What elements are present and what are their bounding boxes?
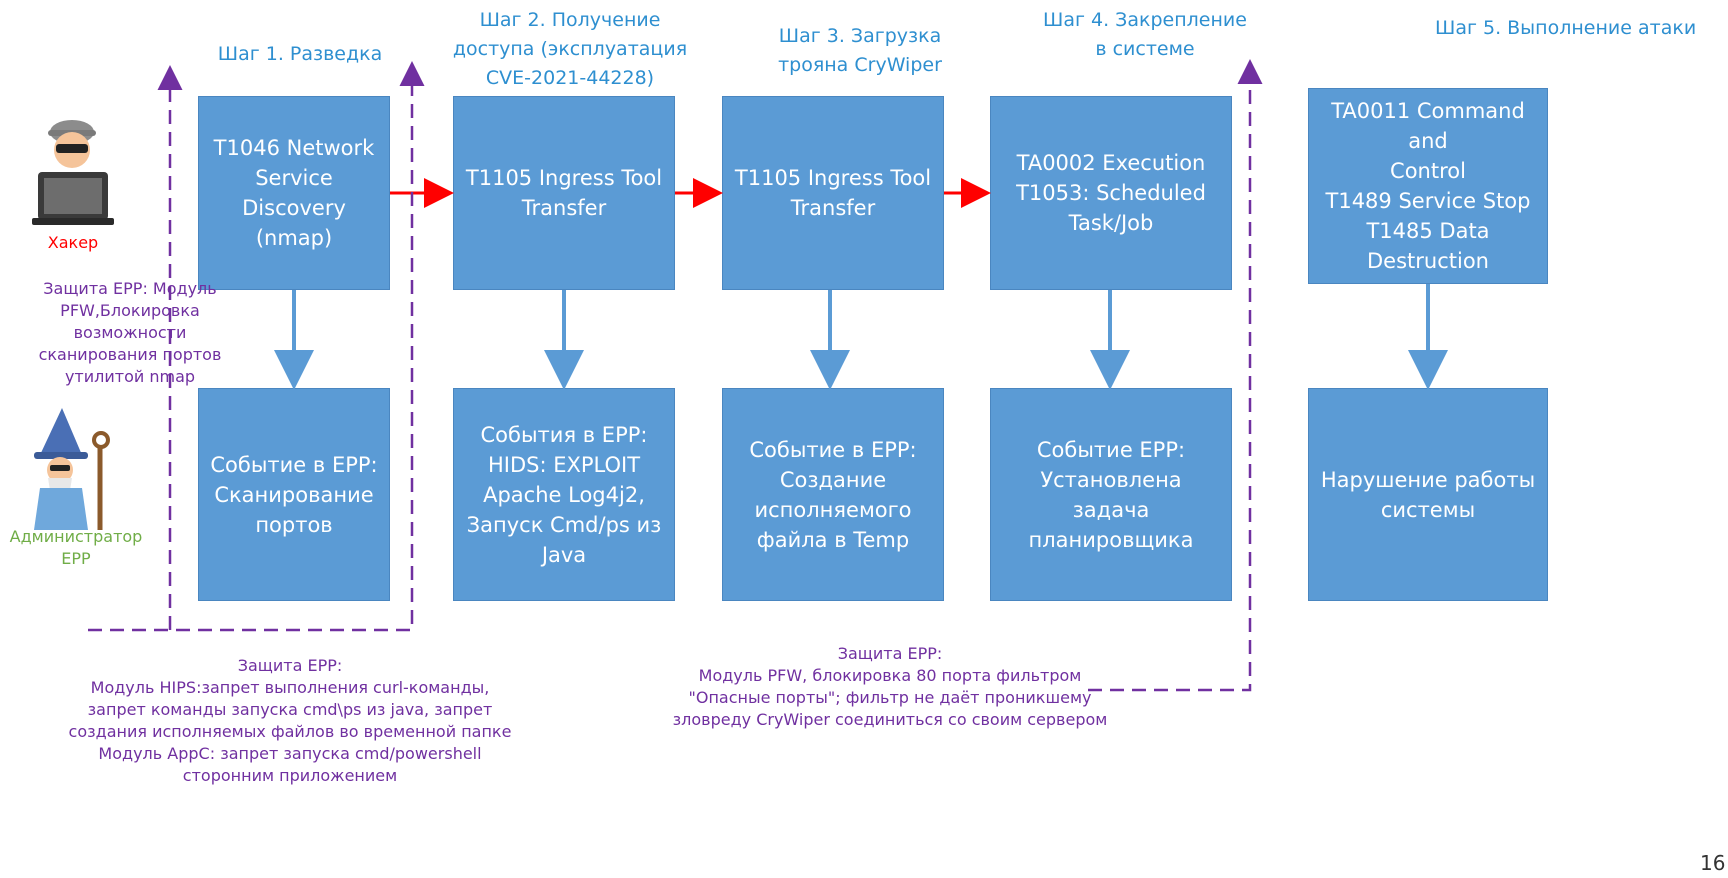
defense-note-hips: Защита EPP: Модуль HIPS:запрет выполнени… — [68, 656, 512, 785]
technique-box-3: T1105 Ingress Tool Transfer — [722, 96, 944, 290]
admin-wizard-icon — [34, 408, 110, 530]
event-box-4: Событие EPP: Установлена задача планиров… — [990, 388, 1232, 601]
defense-note-pfw-port: Защита EPP: Модуль PFW, блокировка 80 по… — [672, 644, 1108, 729]
step-5-title: Шаг 5. Выполнение атаки — [1435, 17, 1697, 39]
hacker-icon — [32, 120, 114, 225]
technique-box-5: TA0011 Command and Control T1489 Service… — [1308, 88, 1548, 284]
hacker-label: Хакер — [47, 233, 99, 252]
step-1-title: Шаг 1. Разведка — [217, 43, 383, 65]
technique-box-4: TA0002 Execution T1053: Scheduled Task/J… — [990, 96, 1232, 290]
technique-box-2: T1105 Ingress Tool Transfer — [453, 96, 675, 290]
step-3-title: Шаг 3. Загрузка трояна CryWiper — [778, 25, 942, 76]
event-box-1: Событие в EPP: Сканирование портов — [198, 388, 390, 601]
event-box-5: Нарушение работы системы — [1308, 388, 1548, 601]
step-2-title: Шаг 2. Получение доступа (эксплуатация C… — [452, 9, 688, 89]
event-box-2: События в EPP: HIDS: EXPLOIT Apache Log4… — [453, 388, 675, 601]
technique-box-1: T1046 Network Service Discovery (nmap) — [198, 96, 390, 290]
admin-label: Администратор EPP — [9, 527, 143, 568]
step-4-title: Шаг 4. Закрепление в системе — [1043, 9, 1247, 60]
defense-note-pfw-scan: Защита EPP: Модуль PFW,Блокировка возмож… — [38, 279, 222, 386]
defense-border-step4 — [1088, 59, 1263, 692]
page-number: 16 — [1700, 851, 1726, 875]
event-box-3: Событие в EPP: Создание исполняемого фай… — [722, 388, 944, 601]
